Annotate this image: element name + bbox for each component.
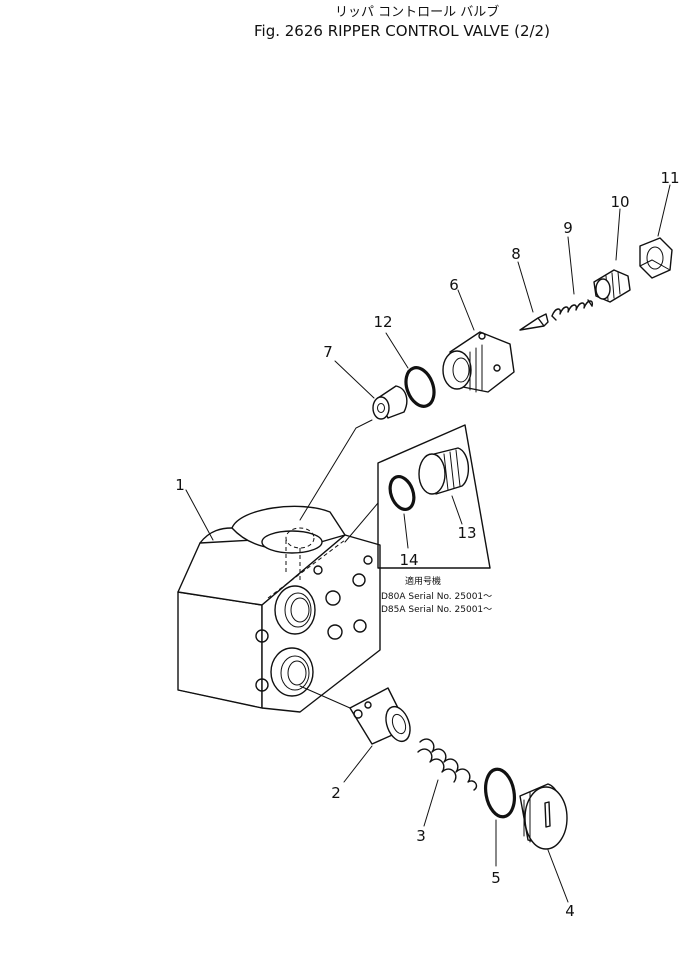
applicability-line-d85a: D85A Serial No. 25001～ [381,605,492,615]
o-ring-14-part [388,474,416,512]
spool-part [299,685,411,745]
leader-line-3 [423,779,439,827]
cap-part [519,783,568,850]
spring-small-part [551,299,594,321]
leader-line-11 [657,184,671,237]
leader-line-9 [567,236,575,295]
callout-14: 14 [399,551,418,569]
callout-1: 1 [175,476,185,494]
callout-12: 12 [373,313,392,331]
applicability-bracket [377,424,491,569]
callout-3: 3 [416,827,426,845]
callout-13: 13 [457,524,476,542]
leader-line-1 [185,489,214,541]
callout-6: 6 [449,276,459,294]
bushing-part [372,385,408,420]
leader-line-14 [403,513,409,549]
callout-5: 5 [491,869,501,887]
leader-line-4 [547,849,569,903]
o-ring-12-part [404,366,436,408]
callout-7: 7 [323,343,333,361]
header-title-jp: リッパ コントロール バルブ [335,4,499,20]
leader-line-bracket [344,502,379,543]
leader-line-7 [334,360,375,399]
callout-9: 9 [563,219,573,237]
needle-part [519,313,549,331]
applicability-line-d80a: D80A Serial No. 25001～ [381,592,492,602]
applicability-heading: 適用号機 [405,575,441,587]
callout-11: 11 [660,169,679,187]
callout-8: 8 [511,245,521,263]
callout-2: 2 [331,784,341,802]
leader-line-7-to-body [299,419,373,521]
leader-line-8 [517,261,534,313]
leader-line-10 [615,208,621,261]
leader-line-13 [451,495,463,525]
adjusting-screw-part [593,269,631,303]
nut-part [639,237,673,279]
o-ring-5-part [483,767,517,819]
callout-4: 4 [565,902,575,920]
callout-10: 10 [610,193,629,211]
plug-housing-part [442,331,515,393]
valve-body-part [177,505,381,713]
leader-line-2 [343,745,373,783]
spring-part [417,738,478,791]
leader-line-6 [457,289,475,331]
plug-13-part [418,447,469,495]
leader-line-12 [385,332,409,369]
header-title: Fig. 2626 RIPPER CONTROL VALVE (2/2) [254,22,550,40]
